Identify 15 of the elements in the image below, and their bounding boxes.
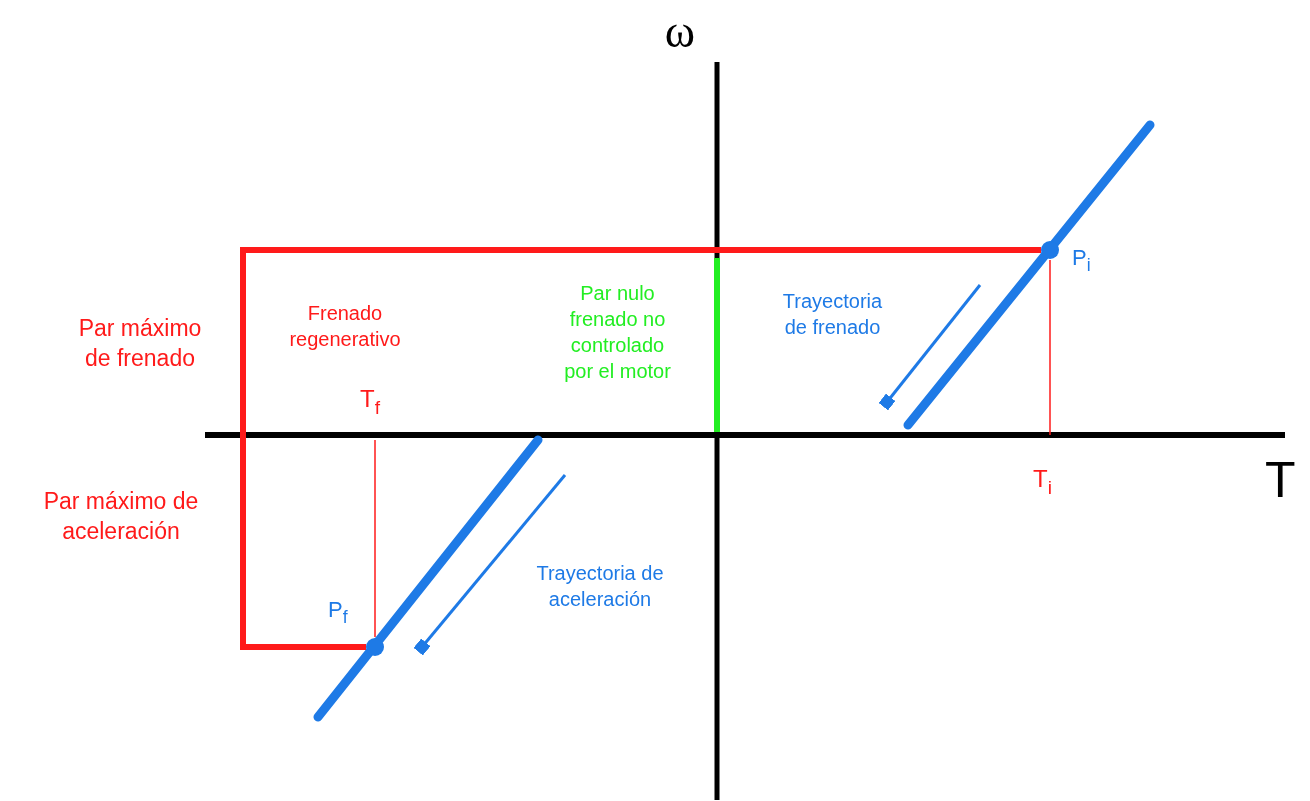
point-label: P$_{i}$ xyxy=(1072,244,1092,277)
annotation-text: Trayectoria de frenado xyxy=(781,289,884,340)
annotation-text: Frenado regenerativo xyxy=(288,301,402,352)
annotation-text: Par máximo de frenado xyxy=(77,314,203,373)
torque-limit-line xyxy=(240,247,1041,650)
tick-label: T$_{f}$ xyxy=(360,384,381,420)
point-label: P$_{f}$ xyxy=(328,596,349,629)
axis-label: ω xyxy=(663,5,697,59)
axis-label: T xyxy=(1265,451,1297,510)
operating-point xyxy=(1041,241,1059,259)
operating-point xyxy=(366,638,384,656)
annotation-text: Par nulo frenado no controlado por el motor xyxy=(563,281,672,384)
annotation-text: Par máximo de aceleración xyxy=(42,487,200,546)
tick-label: T$_{i}$ xyxy=(1033,464,1053,500)
annotation-text: Trayectoria de aceleración xyxy=(535,561,665,612)
